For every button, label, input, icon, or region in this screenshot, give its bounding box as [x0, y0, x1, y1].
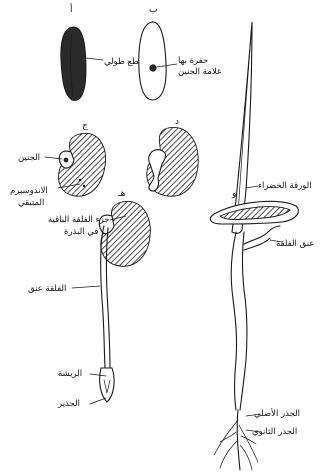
stage-mark-c: ج: [82, 121, 88, 131]
stage-f-seedling: و الورقة الخضراء عنق الفلقة الجذر الأصلي…: [210, 22, 314, 470]
label-cotyledon-sheath: الفلقة عنق: [28, 284, 66, 294]
label-embryo: الجنين: [18, 153, 40, 163]
stage-mark-f: و: [231, 189, 236, 199]
label-primary-root: الجذر الأصلي: [254, 408, 300, 419]
label-green-leaf: الورقة الخضراء: [258, 181, 312, 191]
stage-e-seed: هـ جزء الفلقة الباقية في البذرة الفلقة ع…: [28, 189, 150, 409]
stage-mark-d: د: [175, 117, 179, 127]
stage-d-seed: د: [147, 117, 198, 196]
label-cotyledon-neck: عنق الفلقة: [276, 239, 314, 249]
label-radicle: الجذير: [57, 399, 80, 409]
stage-mark-b: ب: [149, 5, 157, 15]
stage-b-seed: ب حفرة بها علامة الجنين: [139, 5, 222, 100]
stage-mark-a: أ: [70, 3, 73, 15]
label-cotyledon-remaining-2: في البذرة: [64, 227, 98, 237]
stage-a-seed: أ مقطع طولي: [61, 3, 148, 100]
label-endosperm-2: المتبقي: [18, 198, 44, 208]
label-embryo-hole-2: علامة الجنين: [178, 67, 222, 77]
label-endosperm-1: الاندوسبرم: [10, 186, 48, 196]
label-cotyledon-remaining-1: جزء الفلقة الباقية: [48, 215, 110, 225]
stage-c-seed: ج الجنين الاندوسبرم المتبقي: [10, 121, 106, 208]
label-embryo-hole-1: حفرة بها: [178, 56, 208, 66]
stage-mark-e: هـ: [117, 189, 126, 199]
label-plumule: الريشة: [58, 369, 82, 379]
label-secondary-root: الجذر الثانوي: [252, 427, 297, 437]
